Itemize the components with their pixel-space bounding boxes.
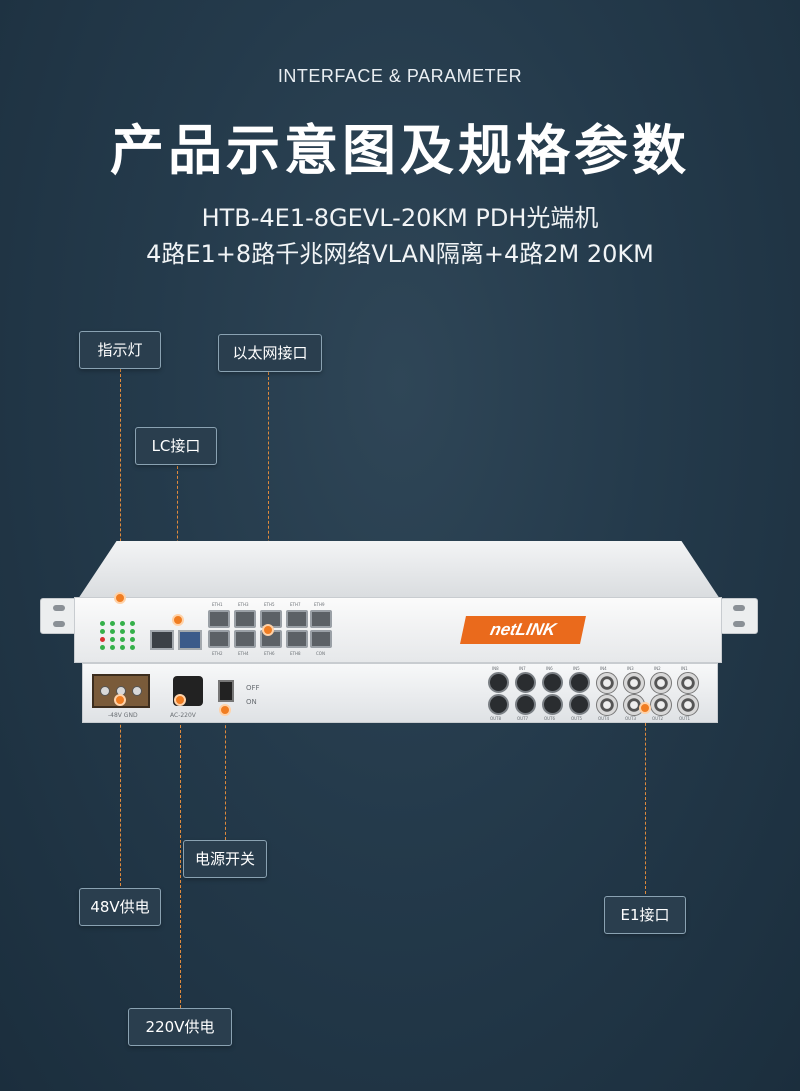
fiber-label: IN7 — [519, 666, 526, 671]
rack-ear-left — [40, 598, 78, 634]
e1-bnc-port[interactable] — [596, 694, 618, 716]
indicator-marker-dot — [114, 592, 126, 604]
lc-port-2[interactable] — [178, 630, 202, 650]
fiber-port[interactable] — [542, 694, 563, 715]
eth-label: ETH6 — [264, 651, 275, 656]
eth-label: ETH9 — [314, 602, 325, 607]
ethernet-label: 以太网接口 — [218, 334, 322, 372]
fiber-port[interactable] — [515, 694, 536, 715]
power-220v-marker-dot — [174, 694, 186, 706]
fiber-port[interactable] — [569, 694, 590, 715]
power-switch[interactable] — [218, 680, 234, 702]
e1-bnc-port[interactable] — [677, 672, 699, 694]
power-220v-leader-line — [180, 700, 181, 1008]
ethernet-port-group: ETH1 ETH3 ETH5 ETH7 ETH9 ETH2 ETH4 ETH6 … — [206, 602, 332, 658]
e1-label: E1接口 — [604, 896, 686, 934]
ethernet-port[interactable] — [234, 630, 256, 648]
rack-ear-right — [720, 598, 758, 634]
fiber-port[interactable] — [542, 672, 563, 693]
ethernet-port[interactable] — [208, 610, 230, 628]
e1-bnc-port[interactable] — [650, 694, 672, 716]
eth-label: ETH1 — [212, 602, 223, 607]
console-port[interactable] — [310, 630, 332, 648]
fiber-label: IN6 — [546, 666, 553, 671]
ethernet-port[interactable] — [310, 610, 332, 628]
device-top-cover — [78, 541, 720, 599]
e1-port-label: IN3 — [627, 666, 634, 671]
section-subtitle: INTERFACE & PARAMETER — [277, 66, 523, 86]
e1-bnc-port[interactable] — [596, 672, 618, 694]
eth-label: ETH7 — [290, 602, 301, 607]
switch-off-label: OFF — [246, 684, 260, 692]
ethernet-port[interactable] — [234, 610, 256, 628]
fiber-port[interactable] — [515, 672, 536, 693]
ethernet-marker-dot — [262, 624, 274, 636]
lc-port-1[interactable] — [150, 630, 174, 650]
fiber-label: OUT6 — [544, 716, 556, 721]
e1-bnc-port[interactable] — [623, 672, 645, 694]
dc-power-label: -48V GND — [108, 712, 138, 719]
e1-port-group: IN4 IN3 IN2 IN1 OUT4 OUT3 OUT2 OUT1 — [594, 666, 704, 722]
fiber-port[interactable] — [569, 672, 590, 693]
eth-label: ETH3 — [238, 602, 249, 607]
eth-label: ETH8 — [290, 651, 301, 656]
lc-marker-dot — [172, 614, 184, 626]
e1-port-label: OUT4 — [598, 716, 610, 721]
fiber-label: OUT5 — [571, 716, 583, 721]
e1-port-label: OUT2 — [652, 716, 664, 721]
switch-on-label: ON — [246, 698, 257, 706]
e1-port-label: IN1 — [681, 666, 688, 671]
power-48v-leader-line — [120, 700, 121, 886]
e1-leader-line — [645, 708, 646, 894]
power-switch-label: 电源开关 — [183, 840, 267, 878]
ethernet-port[interactable] — [208, 630, 230, 648]
ethernet-leader-line — [268, 372, 269, 628]
e1-port-label: IN2 — [654, 666, 661, 671]
e1-bnc-port[interactable] — [677, 694, 699, 716]
fiber-label: IN5 — [573, 666, 580, 671]
e1-port-label: IN4 — [600, 666, 607, 671]
switch-leader-line — [225, 710, 226, 840]
e1-port-label: OUT1 — [679, 716, 691, 721]
power-48v-label: 48V供电 — [79, 888, 161, 926]
e1-port-label: OUT3 — [625, 716, 637, 721]
fiber-port[interactable] — [488, 672, 509, 693]
ethernet-port[interactable] — [286, 610, 308, 628]
page-title: 产品示意图及规格参数 — [110, 119, 690, 182]
model-description: 4路E1+8路千兆网络VLAN隔离+4路2M 20KM — [146, 240, 654, 268]
e1-bnc-port[interactable] — [650, 672, 672, 694]
eth-label: ETH2 — [212, 651, 223, 656]
indicator-label: 指示灯 — [79, 331, 161, 369]
switch-marker-dot — [219, 704, 231, 716]
lc-label: LC接口 — [135, 427, 217, 465]
eth-label: ETH5 — [264, 602, 275, 607]
ethernet-port[interactable] — [286, 630, 308, 648]
indicator-panel — [96, 609, 146, 659]
eth-label: ETH4 — [238, 651, 249, 656]
fiber-label: OUT8 — [490, 716, 502, 721]
fiber-port[interactable] — [488, 694, 509, 715]
indicator-leader-line — [120, 369, 121, 621]
fiber-label: OUT7 — [517, 716, 529, 721]
fiber-label: IN8 — [492, 666, 499, 671]
model-name: HTB-4E1-8GEVL-20KM PDH光端机 — [201, 204, 599, 232]
brand-logo: netLINK — [460, 616, 586, 644]
e1-marker-dot — [639, 702, 651, 714]
fiber-port-group: IN8 IN7 IN6 IN5 OUT8 OUT7 OUT6 OUT5 — [486, 666, 592, 722]
eth-label: CON — [316, 651, 325, 656]
ac-power-label: AC-220V — [170, 712, 196, 719]
power-220v-label: 220V供电 — [128, 1008, 232, 1046]
power-48v-marker-dot — [114, 694, 126, 706]
